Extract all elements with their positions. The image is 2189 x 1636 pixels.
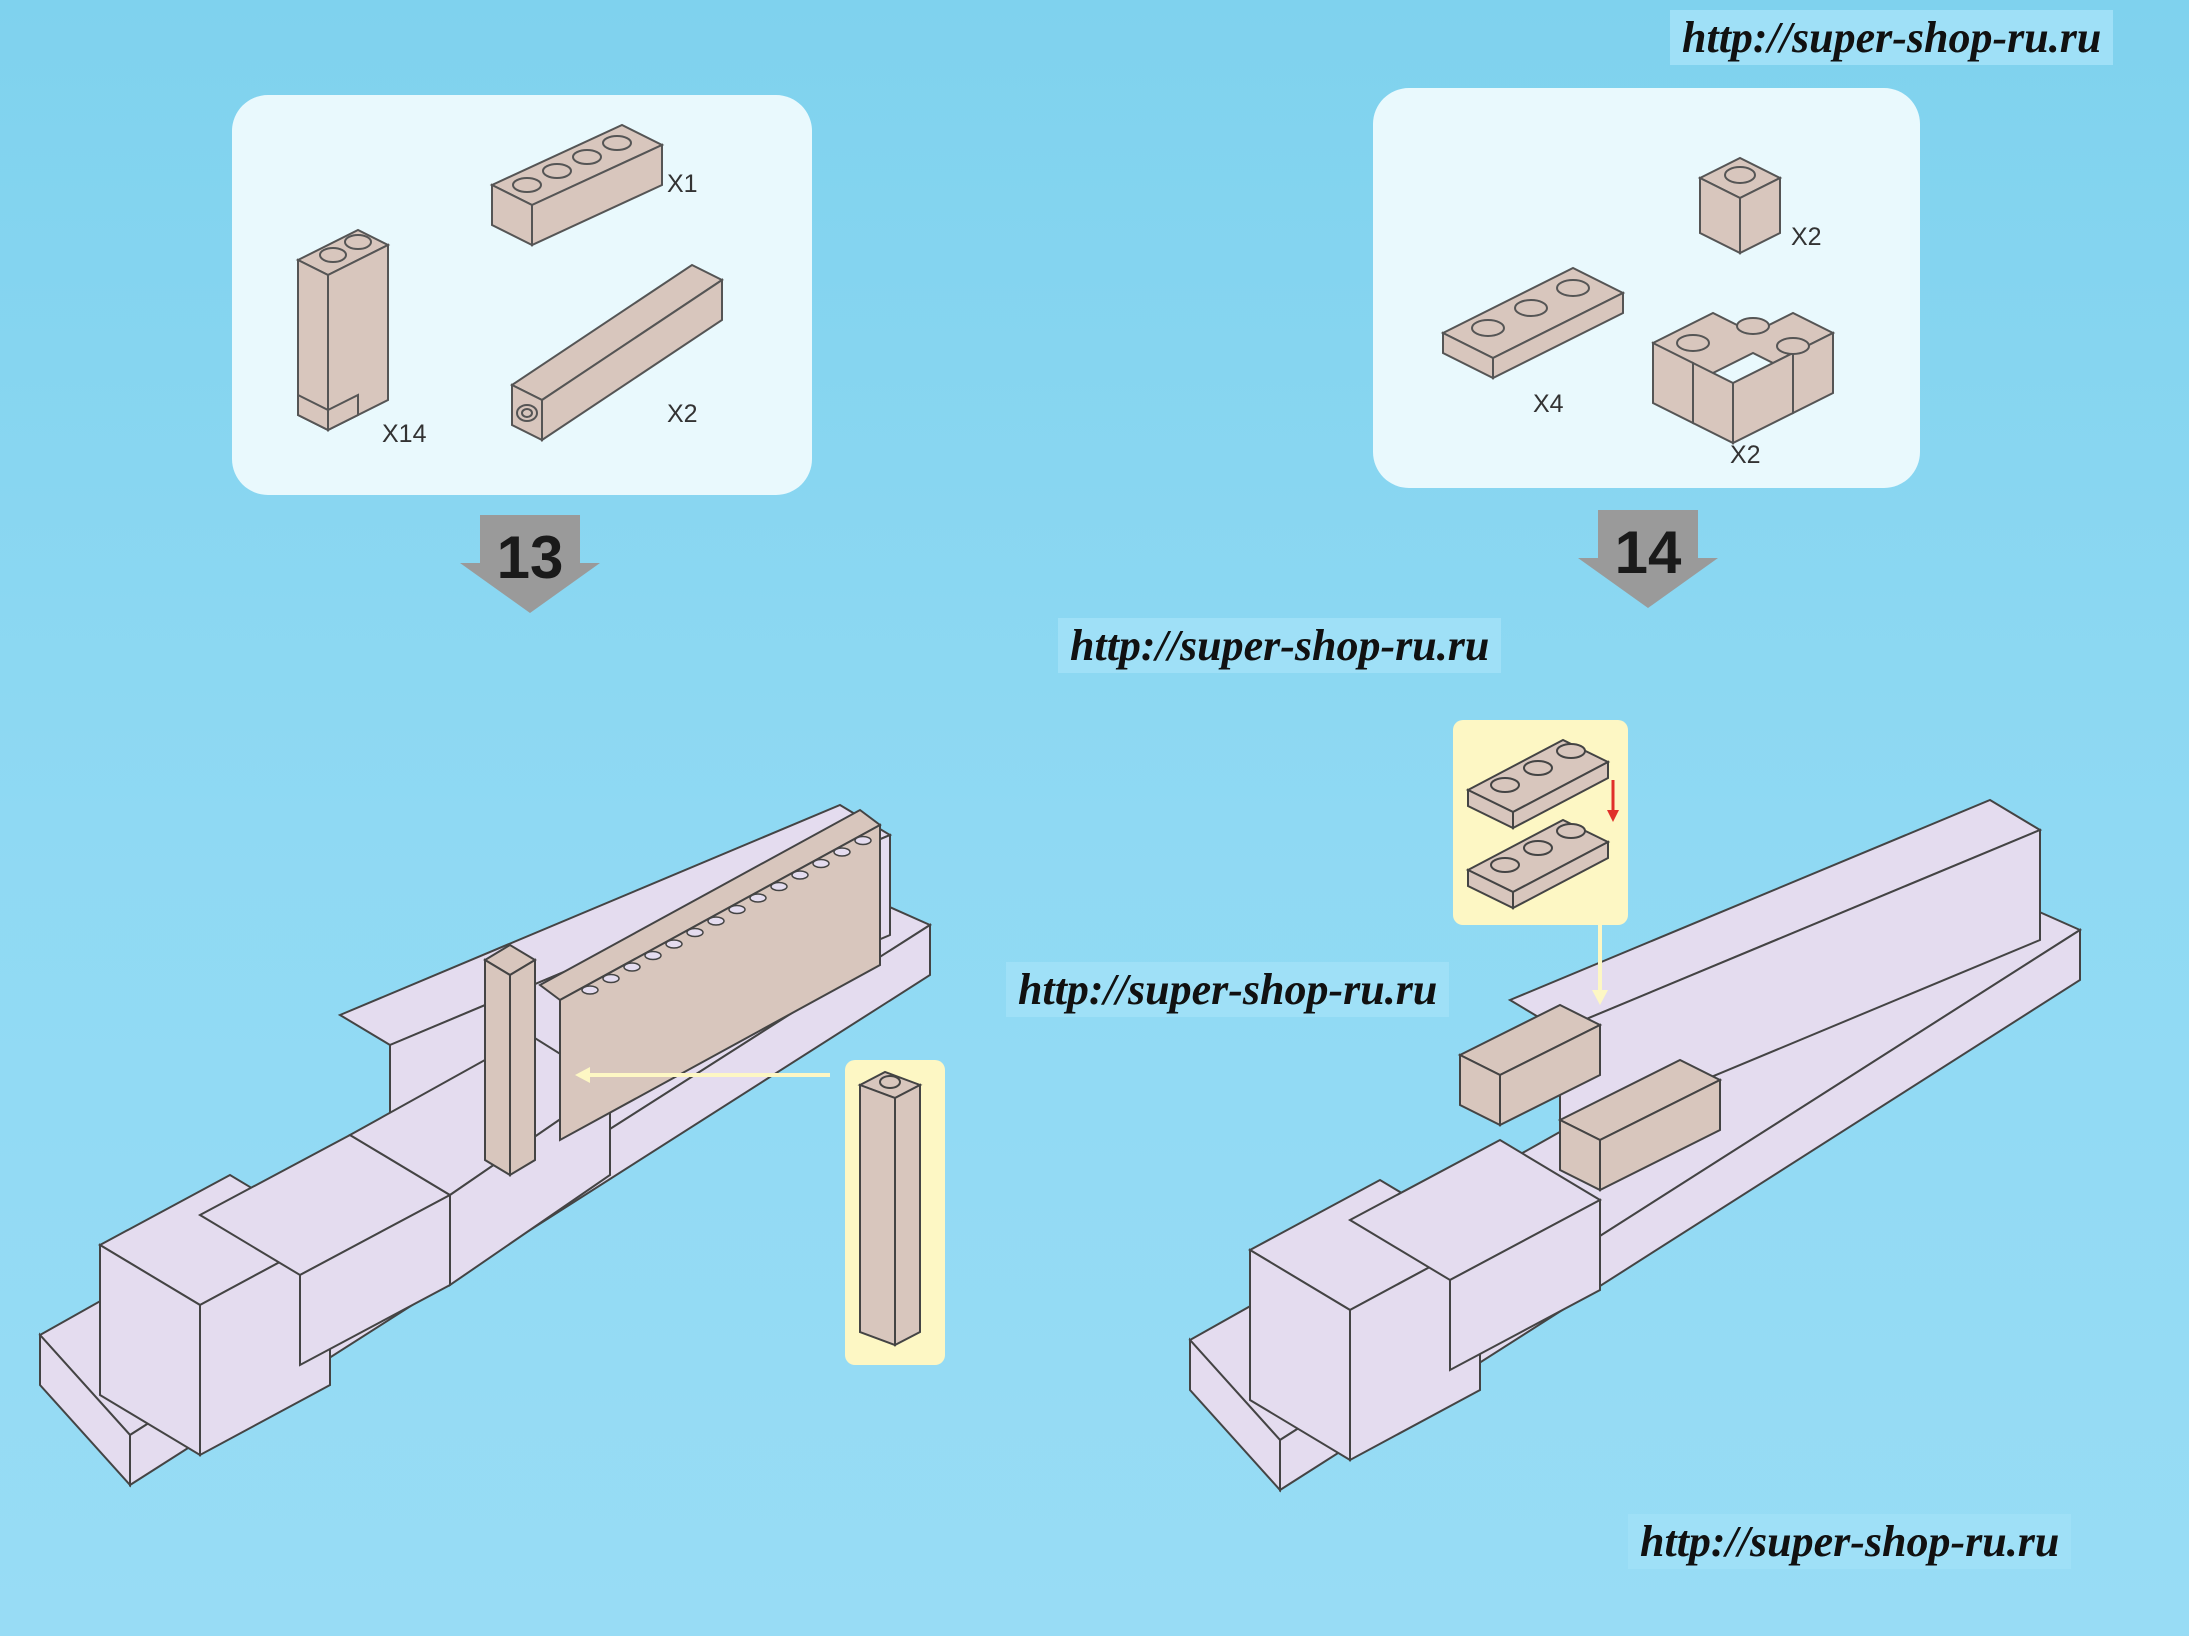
stud (665, 939, 683, 949)
step14-parts-box: X2 X4 X2 (1373, 88, 1920, 488)
stud (686, 927, 704, 938)
step14-arrow: 14 (1573, 510, 1723, 610)
brick-1x4-icon (489, 123, 665, 247)
stud (602, 973, 620, 984)
step13-train-model (38, 803, 933, 1488)
brick-1x4-quantity: X1 (667, 170, 698, 198)
watermark-top-right: http://super-shop-ru.ru (1670, 10, 2114, 65)
brick-1x1x6-icon (510, 263, 724, 442)
stud (749, 893, 767, 903)
step13-parts-box: X14 X1 X2 (232, 95, 812, 495)
plate-1x3-icon (1440, 266, 1626, 380)
brick-1x1-icon (1697, 156, 1783, 255)
corner-brick-icon (1651, 311, 1836, 445)
watermark-center: http://super-shop-ru.ru (1058, 618, 1502, 673)
step13-arrow: 13 (455, 515, 605, 615)
stud (581, 985, 599, 995)
stud (854, 835, 872, 846)
stud (707, 916, 725, 926)
watermark-bottom-right: http://super-shop-ru.ru (1628, 1514, 2072, 1569)
plate-1x3-quantity: X4 (1533, 390, 1564, 418)
step14-number: 14 (1614, 519, 1682, 586)
brick-1x1-quantity: X2 (1791, 223, 1822, 251)
watermark-mid-right: http://super-shop-ru.ru (1006, 962, 1450, 1017)
step13-number: 13 (496, 524, 564, 591)
stud (623, 962, 641, 972)
stud (770, 881, 788, 892)
stud (644, 950, 662, 961)
stud (791, 870, 809, 880)
panel-1x2x3-icon (295, 228, 391, 432)
step14-callout (1453, 720, 1628, 925)
corner-brick-quantity: X2 (1730, 441, 1761, 469)
stud (833, 847, 851, 857)
brick-1x1x6-quantity: X2 (667, 400, 698, 428)
stud (812, 858, 830, 869)
step13-callout (845, 1060, 945, 1365)
step14-train-model (1188, 798, 2083, 1493)
stud (728, 904, 746, 915)
panel-quantity: X14 (382, 420, 427, 448)
